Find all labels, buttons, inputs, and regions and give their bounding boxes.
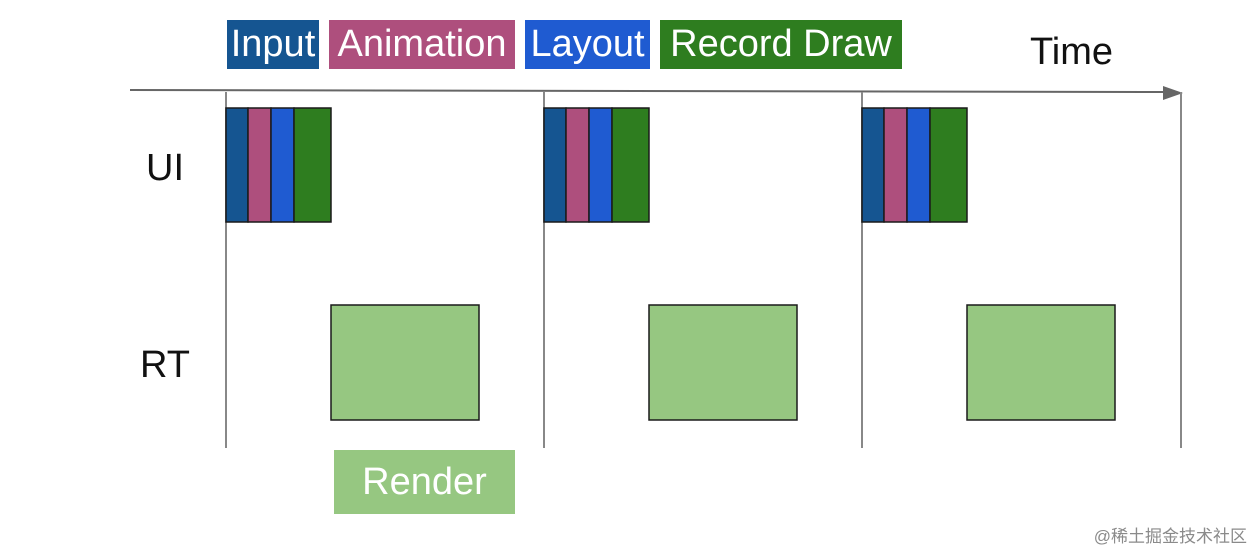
ui-stage-block	[565, 107, 590, 223]
ui-stage-block	[861, 107, 885, 223]
rt-render-block	[966, 304, 1116, 421]
ui-stage-block	[225, 107, 249, 223]
ui-stage-block	[883, 107, 908, 223]
ui-stage-block	[270, 107, 295, 223]
legend-input: Input	[227, 20, 319, 69]
ui-stage-block	[929, 107, 968, 223]
row-label-rt: RT	[140, 344, 190, 386]
rt-render-block	[648, 304, 798, 421]
ui-stage-block	[611, 107, 650, 223]
ui-stage-block	[588, 107, 613, 223]
ui-stage-block	[293, 107, 332, 223]
legend-layout: Layout	[525, 20, 650, 69]
time-axis	[129, 89, 1169, 93]
render-legend: Render	[334, 450, 515, 514]
time-label: Time	[1030, 31, 1114, 73]
rt-render-block	[330, 304, 480, 421]
legend-record-draw: Record Draw	[660, 20, 902, 69]
ui-stage-block	[543, 107, 567, 223]
legend-animation: Animation	[329, 20, 515, 69]
ui-stage-block	[247, 107, 272, 223]
row-label-ui: UI	[146, 147, 184, 189]
ui-stage-block	[906, 107, 931, 223]
watermark: @稀土掘金技术社区	[1093, 527, 1247, 546]
time-axis-arrowhead	[1163, 86, 1183, 100]
